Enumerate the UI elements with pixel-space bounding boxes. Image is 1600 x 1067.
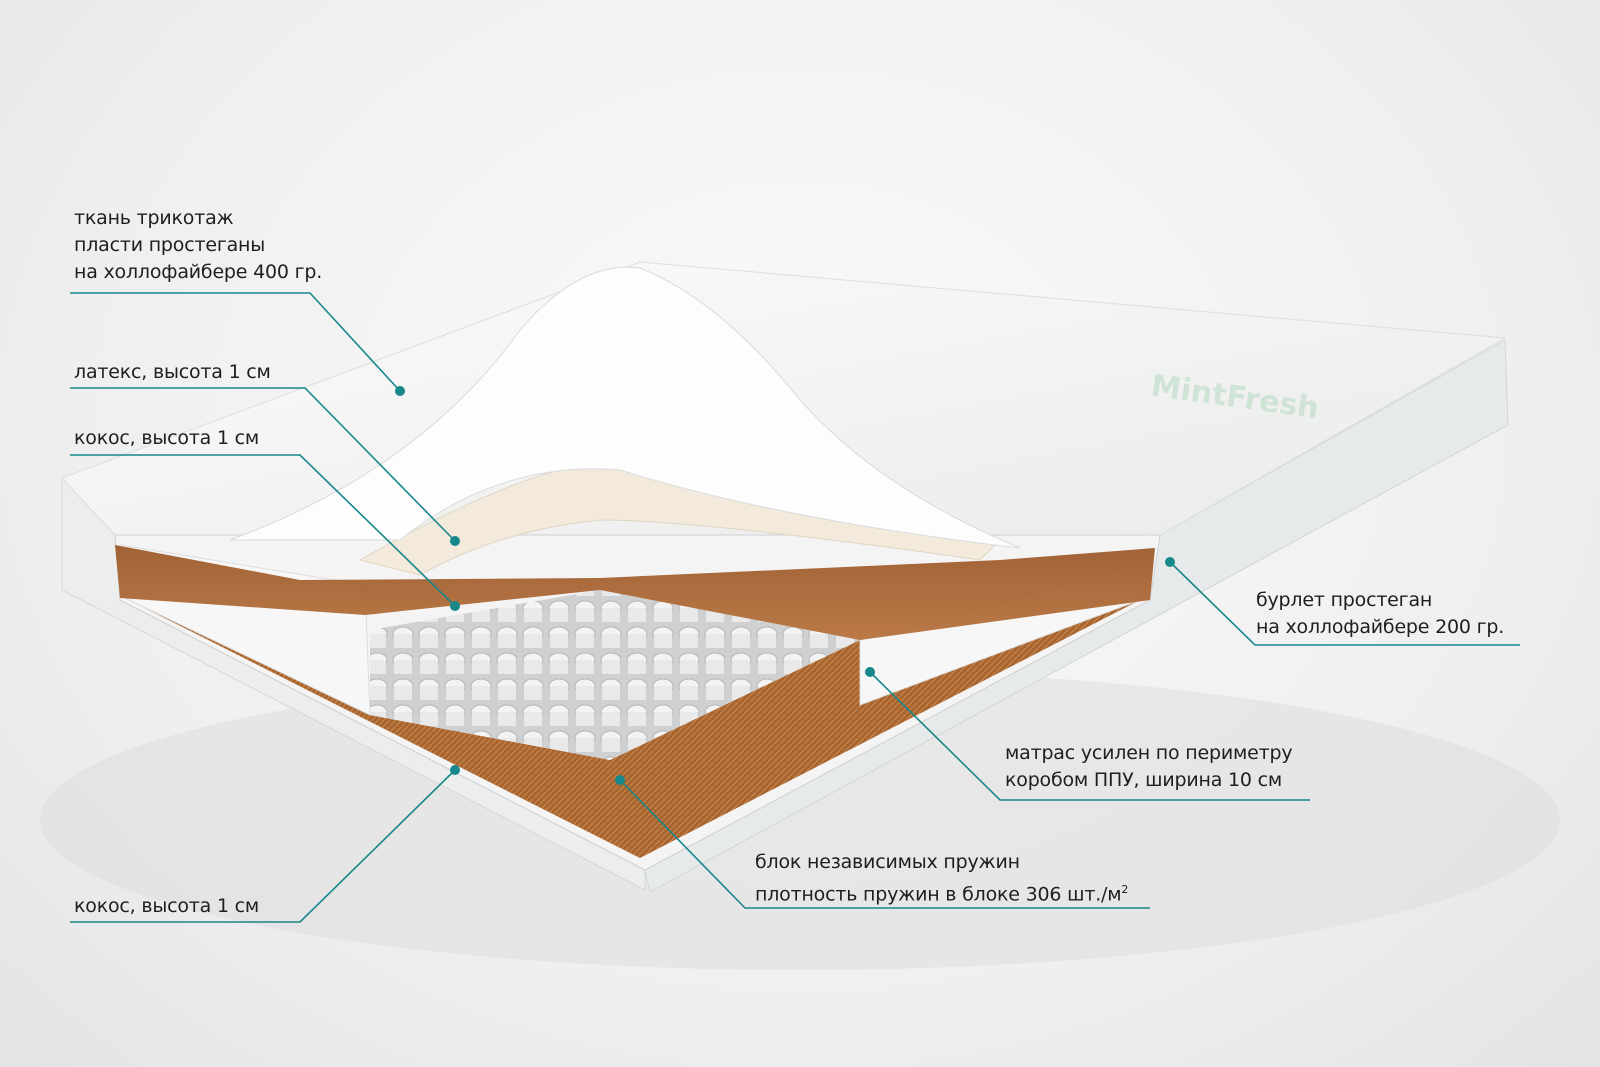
coconut-top-layer — [115, 545, 1155, 640]
spring-block — [370, 590, 860, 760]
callout-latex: латекс, высота 1 см — [74, 361, 271, 383]
cover-flap — [229, 266, 1021, 549]
callout-springs: блок независимых пружин плотность пружин… — [755, 851, 1129, 906]
callout-border: бурлет простеган на холлофайбере 200 гр. — [1256, 589, 1505, 638]
callout-coconut-top: кокос, высота 1 см — [74, 427, 260, 449]
callout-cover: ткань трикотаж пласти простеганы на холл… — [74, 207, 323, 283]
callout-perimeter: матрас усилен по периметру коробом ППУ, … — [1005, 742, 1293, 791]
callout-coconut-bottom: кокос, высота 1 см — [74, 895, 260, 917]
leader-lines — [70, 292, 1520, 923]
callout-dots — [395, 386, 1175, 785]
